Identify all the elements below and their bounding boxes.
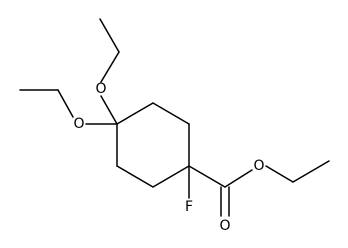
o2-ch2-bond <box>57 89 74 118</box>
carbonyl-ester-o-bond <box>224 169 253 188</box>
ring-bond <box>116 165 154 188</box>
fluorine-atom: F <box>185 199 193 215</box>
ch2-ch3-bond <box>292 160 330 183</box>
oxygen-atom-ethoxy-left: O <box>73 116 84 132</box>
ch2-ch3-bond <box>99 18 120 53</box>
c4-o1-bond <box>100 95 118 125</box>
o1-ch2-bond <box>100 51 120 83</box>
ester-o-ch2-bond <box>265 165 294 183</box>
oxygen-atom-carbonyl: O <box>219 218 230 234</box>
ring-bond <box>116 102 154 125</box>
oxygen-atom-ester: O <box>253 158 264 174</box>
oxygen-atom-ethoxy-upper: O <box>95 81 106 97</box>
c1-carbonyl-bond <box>188 165 226 188</box>
ring-bond <box>152 165 190 188</box>
ring-bond <box>152 102 190 125</box>
